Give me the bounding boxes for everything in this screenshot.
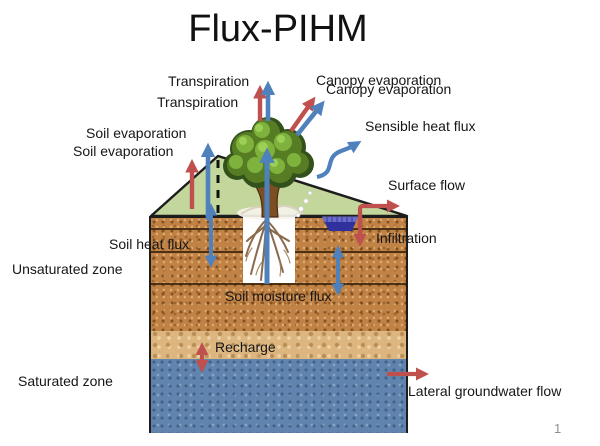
tree-trunk: [250, 157, 286, 218]
label-soil-evaporation-shadow: Soil evaporation: [86, 125, 187, 141]
label-lateral-groundwater-flow: Lateral groundwater flow: [408, 383, 562, 399]
label-saturated-zone: Saturated zone: [18, 373, 113, 389]
saturated-zone-layer: [151, 359, 406, 433]
label-recharge: Recharge: [215, 339, 276, 355]
canopy-evaporation-arrow-red: [289, 96, 316, 133]
tree: [223, 117, 314, 218]
label-transpiration: Transpiration: [157, 94, 239, 110]
unsaturated-zone-layer: [151, 218, 406, 331]
label-canopy-evaporation: Canopy evaporation: [326, 81, 452, 97]
soil-layer-line: [151, 251, 406, 253]
label-surface-flow: Surface flow: [388, 177, 466, 193]
label-canopy-evaporation-shadow: Canopy evaporation: [316, 72, 442, 88]
label-transpiration-shadow: Transpiration: [168, 73, 250, 89]
label-unsaturated-zone: Unsaturated zone: [12, 261, 123, 277]
label-infiltration: Infiltration: [376, 230, 437, 246]
recharge-layer: [151, 331, 406, 359]
page-title: Flux-PIHM: [188, 8, 368, 50]
soil-layer-line: [151, 283, 406, 285]
canopy-evaporation-arrow-blue: [295, 100, 325, 137]
bubble-trail: [295, 190, 313, 218]
label-soil-evaporation: Soil evaporation: [73, 143, 174, 159]
hillslope: [149, 154, 409, 218]
label-sensible-heat-flux: Sensible heat flux: [365, 118, 476, 134]
soil-layer-line: [151, 228, 406, 230]
label-soil-moisture-flux: Soil moisture flux: [225, 288, 332, 304]
label-soil-heat-flux: Soil heat flux: [109, 236, 190, 252]
sensible-heat-flux-arrow: [316, 140, 362, 180]
tree-canopy: [223, 117, 314, 188]
page-number: 1: [554, 421, 562, 436]
